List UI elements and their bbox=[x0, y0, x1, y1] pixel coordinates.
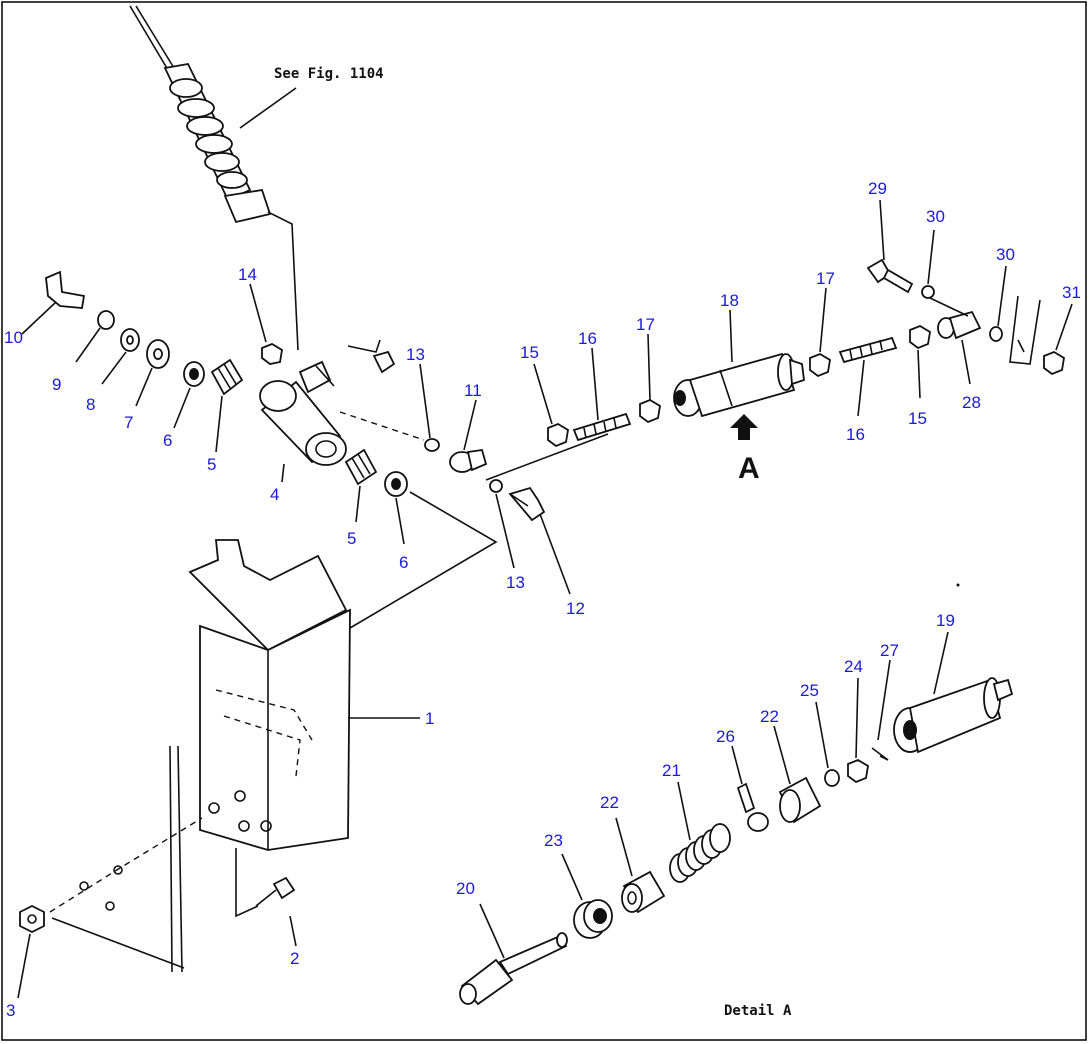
part-20-spool bbox=[459, 932, 568, 1006]
callout-23: 23 bbox=[544, 831, 563, 850]
part-26-pin bbox=[736, 782, 756, 814]
part-17-nut-right bbox=[809, 352, 831, 378]
callout-1: 1 bbox=[425, 709, 434, 728]
callout-13b: 13 bbox=[506, 573, 525, 592]
callout-4: 4 bbox=[270, 485, 279, 504]
part-22-spacer-left bbox=[621, 870, 666, 914]
callout-labels: 1 2 3 4 5 5 6 6 7 8 9 10 11 12 13 13 14 bbox=[4, 179, 1081, 1020]
callout-22b: 22 bbox=[760, 707, 779, 726]
part-18-cylinder bbox=[673, 352, 805, 418]
part-30-washer-right bbox=[989, 326, 1003, 342]
callout-9: 9 bbox=[52, 375, 61, 394]
control-cable bbox=[129, 5, 299, 351]
part-15-nut-right bbox=[909, 324, 931, 350]
callout-17a: 17 bbox=[636, 315, 655, 334]
callout-17b: 17 bbox=[816, 269, 835, 288]
part-29-bolt bbox=[866, 258, 914, 294]
part-23-seal bbox=[573, 899, 613, 939]
part-13-washer-bottom bbox=[489, 479, 503, 493]
callout-28: 28 bbox=[962, 393, 981, 412]
detail-a-caption: Detail A bbox=[724, 1003, 792, 1019]
callout-3: 3 bbox=[6, 1001, 15, 1020]
view-marker-a: A bbox=[738, 452, 760, 485]
part-24-nut bbox=[847, 758, 869, 784]
part-21-spring bbox=[669, 823, 731, 883]
part-28-clevis bbox=[937, 310, 982, 340]
callout-2: 2 bbox=[290, 949, 299, 968]
callout-15b: 15 bbox=[908, 409, 927, 428]
part-1-bracket-plate bbox=[188, 539, 351, 851]
part-25-washer bbox=[824, 769, 840, 787]
callout-6a: 6 bbox=[163, 431, 172, 450]
part-4-pivot-housing bbox=[259, 360, 347, 466]
callout-15a: 15 bbox=[520, 343, 539, 362]
part-15-nut-left bbox=[547, 422, 569, 448]
part-11-joint bbox=[449, 448, 488, 473]
bracket-piece bbox=[347, 339, 396, 374]
callout-13a: 13 bbox=[406, 345, 425, 364]
callout-26: 26 bbox=[716, 727, 735, 746]
part-14-nut bbox=[261, 342, 283, 365]
callout-24: 24 bbox=[844, 657, 863, 676]
part-5-bearing-right bbox=[344, 448, 378, 486]
callout-14: 14 bbox=[238, 265, 257, 284]
part-22-spacer-right bbox=[778, 776, 822, 824]
callout-11: 11 bbox=[464, 381, 482, 400]
part-12-bolt bbox=[508, 486, 546, 522]
part-17-nut-left bbox=[639, 398, 661, 424]
see-fig-leader bbox=[239, 87, 297, 129]
part-19-body bbox=[893, 677, 1014, 754]
frame-edge bbox=[169, 745, 183, 973]
part-26-ring bbox=[747, 812, 769, 832]
part-31-nut bbox=[1043, 350, 1065, 376]
callout-19: 19 bbox=[936, 611, 955, 630]
part-3-nut bbox=[19, 904, 45, 934]
callout-27: 27 bbox=[880, 641, 899, 660]
callout-31: 31 bbox=[1062, 283, 1081, 302]
callout-10: 10 bbox=[4, 328, 23, 347]
callout-8: 8 bbox=[86, 395, 95, 414]
callout-30b: 30 bbox=[996, 245, 1015, 264]
callout-5b: 5 bbox=[347, 529, 356, 548]
view-arrow-a bbox=[730, 414, 758, 440]
part-16-rod-right bbox=[838, 336, 898, 364]
callout-16b: 16 bbox=[846, 425, 865, 444]
callout-20: 20 bbox=[456, 879, 475, 898]
callout-30a: 30 bbox=[926, 207, 945, 226]
part-16-rod-left bbox=[572, 412, 632, 442]
part-10-grease-fitting bbox=[45, 270, 86, 309]
callout-29: 29 bbox=[868, 179, 887, 198]
lever-plate-right bbox=[1009, 295, 1041, 365]
callout-12: 12 bbox=[566, 599, 585, 618]
callout-6b: 6 bbox=[399, 553, 408, 572]
callout-18: 18 bbox=[720, 291, 739, 310]
callout-25: 25 bbox=[800, 681, 819, 700]
part-27-clip bbox=[871, 747, 889, 761]
part-9-snap-ring bbox=[97, 310, 115, 330]
callout-16a: 16 bbox=[578, 329, 597, 348]
callout-7: 7 bbox=[124, 413, 133, 432]
part-2-bolt bbox=[235, 848, 296, 918]
callout-21: 21 bbox=[662, 761, 681, 780]
part-13-washer-top bbox=[424, 438, 440, 452]
callout-22a: 22 bbox=[600, 793, 619, 812]
part-5-bearing-left bbox=[210, 358, 244, 396]
part-30-washer-left bbox=[921, 285, 935, 299]
callout-5a: 5 bbox=[207, 455, 216, 474]
see-fig-note: See Fig. 1104 bbox=[274, 66, 384, 82]
